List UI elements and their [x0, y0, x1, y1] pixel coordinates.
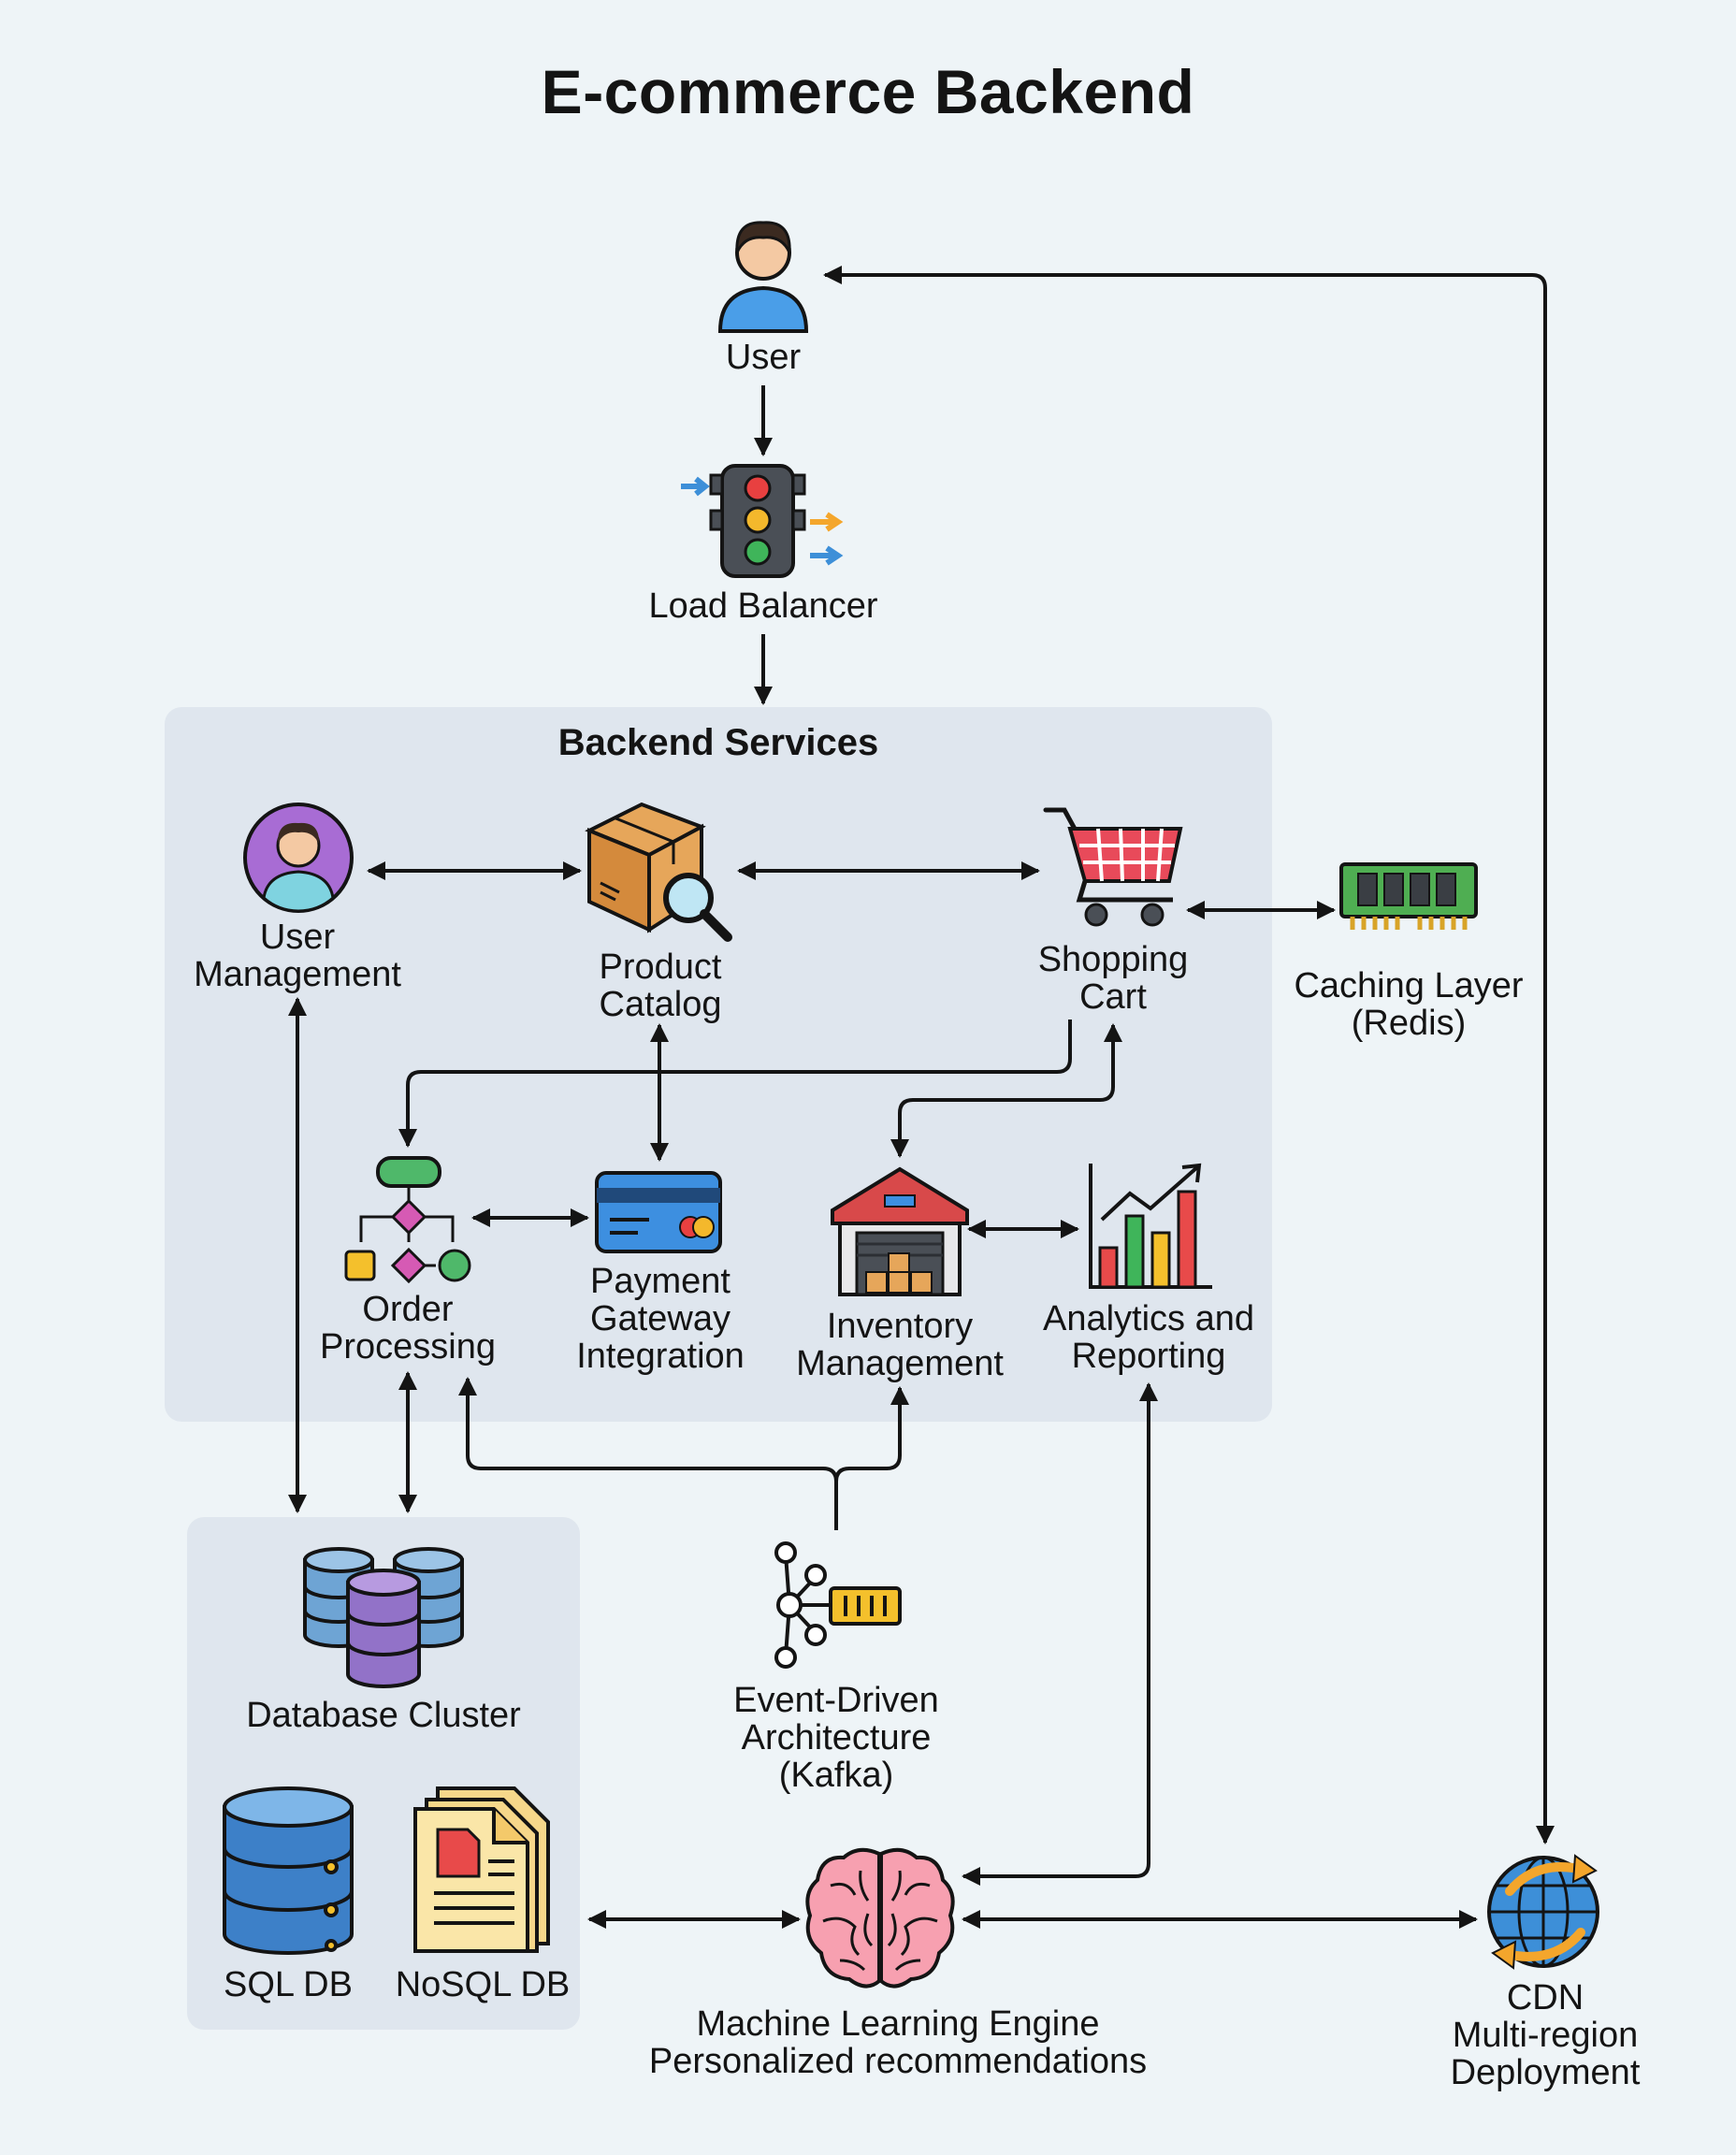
analytics-reporting-label: Analytics and Reporting	[1042, 1299, 1254, 1376]
payment-gateway-label: Payment Gateway Integration	[576, 1262, 745, 1376]
shopping-cart-label: Shopping Cart	[1037, 940, 1189, 1017]
edge-ml-analytics	[962, 1382, 1158, 1886]
caching-layer-label: Caching Layer (Redis)	[1294, 966, 1524, 1043]
package-search-icon	[585, 802, 732, 942]
memory-chip-icon	[1339, 862, 1478, 930]
flowchart-icon	[344, 1156, 471, 1284]
shopping-cart-icon	[1043, 807, 1183, 927]
document-icon	[413, 1786, 550, 1953]
edge-cdn-user	[823, 266, 1555, 1844]
database-cluster-label: Database Cluster	[246, 1696, 521, 1735]
edge-kafka-order-inventory	[466, 1379, 900, 1530]
network-nodes-icon	[774, 1541, 902, 1669]
warehouse-icon	[831, 1166, 969, 1296]
product-catalog-label: Product Catalog	[599, 947, 722, 1024]
edge-inventory-cart	[890, 1023, 1122, 1158]
database-stack-icon	[303, 1547, 464, 1688]
ml-engine-label: Machine Learning Engine Personalized rec…	[648, 2004, 1148, 2081]
sql-db-label: SQL DB	[224, 1965, 353, 2004]
event-driven-label: Event-Driven Architecture (Kafka)	[733, 1681, 939, 1795]
diagram-title: E-commerce Backend	[541, 57, 1195, 126]
nosql-db-label: NoSQL DB	[395, 1965, 571, 2004]
load-balancer-label: Load Balancer	[648, 586, 878, 626]
database-icon	[223, 1786, 354, 1955]
edge-cart-orderprocessing	[398, 1020, 1072, 1148]
credit-card-icon	[595, 1171, 722, 1253]
inventory-management-label: Inventory Management	[796, 1307, 1004, 1383]
user-label: User	[725, 338, 802, 377]
cdn-label: CDN Multi-region Deployment	[1450, 1978, 1641, 2092]
user-icon	[717, 221, 809, 333]
user-circle-icon	[243, 803, 354, 913]
brain-icon	[805, 1847, 955, 1989]
traffic-light-icon	[681, 464, 844, 578]
globe-icon	[1487, 1854, 1599, 1970]
bar-chart-icon	[1089, 1163, 1212, 1289]
user-management-label: User Management	[194, 918, 401, 994]
order-processing-label: Order Processing	[320, 1290, 496, 1367]
